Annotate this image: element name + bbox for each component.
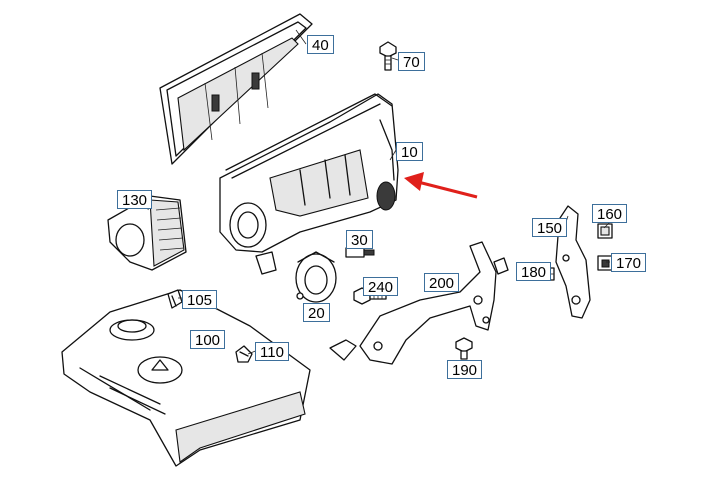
callout-130: 130 [117, 190, 153, 209]
bolt-190 [455, 337, 473, 360]
bolt-70 [379, 41, 397, 71]
air-filter-element [159, 13, 313, 165]
callout-110: 110 [255, 342, 289, 361]
pointer-arrow [404, 172, 478, 199]
callout-240: 240 [363, 277, 399, 296]
callout-200: 200 [424, 273, 460, 292]
callout-190: 190 [447, 360, 483, 379]
callout-160: 160 [592, 204, 628, 223]
callout-180: 180 [516, 262, 552, 281]
flange-20 [295, 251, 337, 303]
air-filter-housing [219, 93, 399, 275]
callout-30: 30 [346, 230, 373, 249]
intake-duct [107, 195, 187, 271]
callout-40: 40 [307, 35, 334, 54]
callout-70: 70 [398, 52, 425, 71]
callout-10: 10 [396, 142, 423, 161]
connector-160 [597, 223, 613, 239]
callout-100: 100 [190, 330, 226, 349]
callout-170: 170 [611, 253, 647, 272]
callout-105: 105 [182, 290, 218, 309]
grommet-110 [235, 345, 253, 363]
bracket-200 [329, 241, 509, 365]
connector-170 [597, 255, 613, 271]
callout-150: 150 [532, 218, 568, 237]
callout-20: 20 [303, 303, 330, 322]
